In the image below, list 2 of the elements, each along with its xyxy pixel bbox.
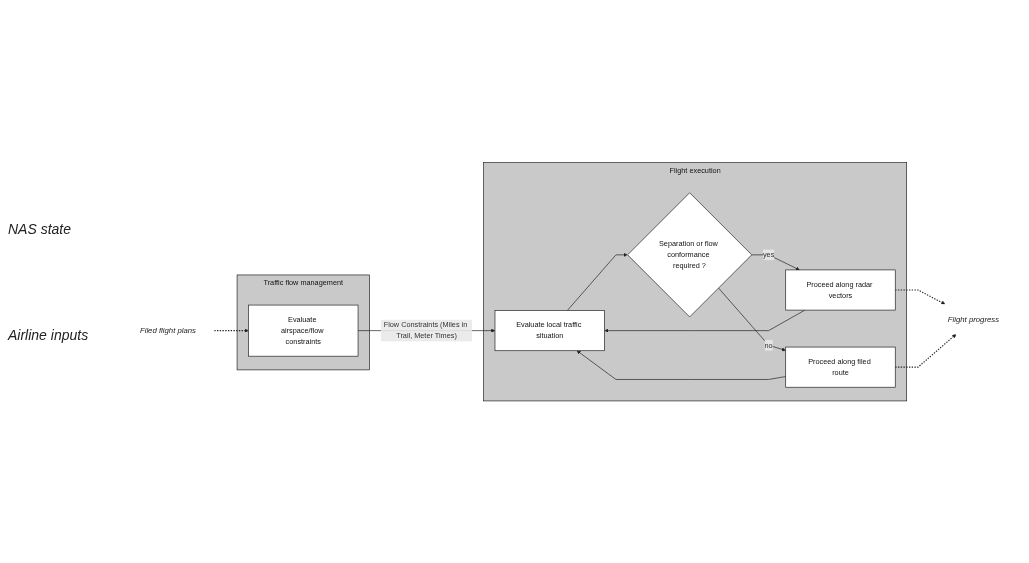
input-label: Airline inputs (8, 326, 90, 343)
input-label: NAS state (8, 220, 73, 237)
